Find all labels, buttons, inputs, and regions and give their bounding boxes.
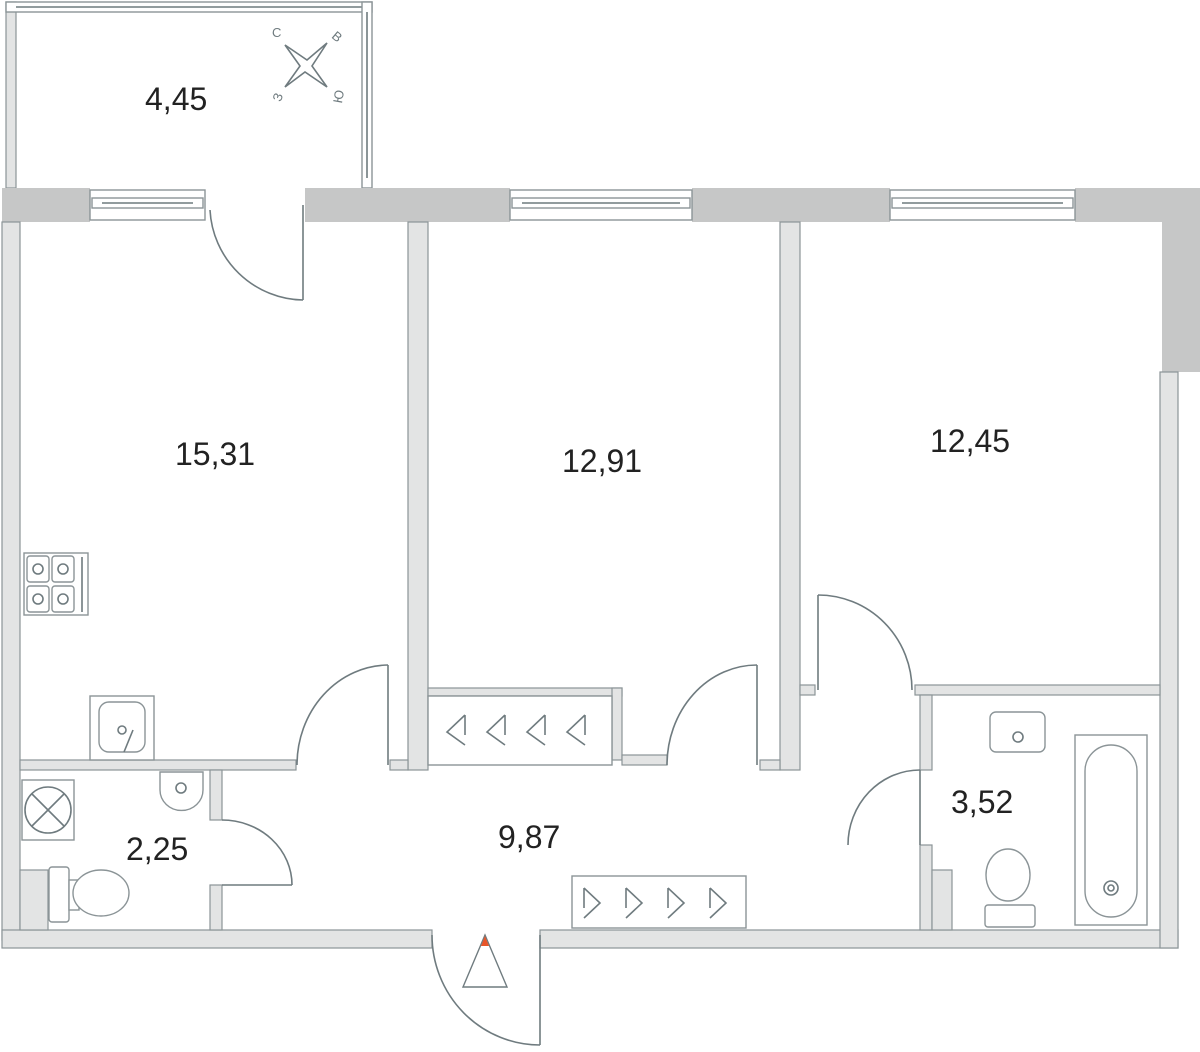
window — [889, 189, 1076, 221]
compass-south: Ю — [330, 89, 347, 105]
washbasin-icon — [159, 771, 204, 812]
compass-east: В — [329, 28, 345, 45]
area-bedroom-2: 12,45 — [930, 423, 1010, 459]
area-balcony: 4,45 — [145, 81, 207, 117]
door-bathroom[interactable] — [847, 769, 921, 846]
interior-walls — [19, 221, 1161, 931]
washbasin-icon — [989, 711, 1046, 753]
area-wc: 2,25 — [126, 831, 188, 867]
entrance-marker-icon — [461, 933, 509, 988]
toilet-icon — [984, 848, 1036, 928]
wardrobe-icon — [571, 875, 747, 929]
area-bathroom: 3,52 — [951, 784, 1013, 820]
kitchen-sink-icon — [89, 695, 155, 761]
boiler-icon — [21, 779, 75, 841]
bathtub-icon — [1074, 734, 1148, 926]
door-bedroom-1[interactable] — [666, 664, 758, 766]
wardrobe-icon — [427, 695, 613, 766]
stove-icon — [23, 552, 89, 616]
compass-west: З — [269, 91, 286, 104]
area-hall: 9,87 — [498, 819, 560, 855]
door-kitchen[interactable] — [296, 664, 389, 766]
area-kitchen-living: 15,31 — [175, 436, 255, 472]
door-bedroom-2[interactable] — [817, 594, 913, 691]
exterior-walls — [1, 188, 1200, 949]
window — [89, 189, 206, 221]
area-bedroom-1: 12,91 — [562, 443, 642, 479]
balcony-frame — [5, 1, 373, 189]
window — [509, 189, 693, 221]
door-balcony[interactable] — [209, 205, 304, 301]
door-entrance[interactable] — [431, 934, 541, 1046]
door-wc[interactable] — [221, 819, 293, 886]
compass-north: С — [272, 25, 281, 40]
compass-icon: С В Ю З — [269, 25, 347, 104]
toilet-icon — [48, 866, 130, 923]
